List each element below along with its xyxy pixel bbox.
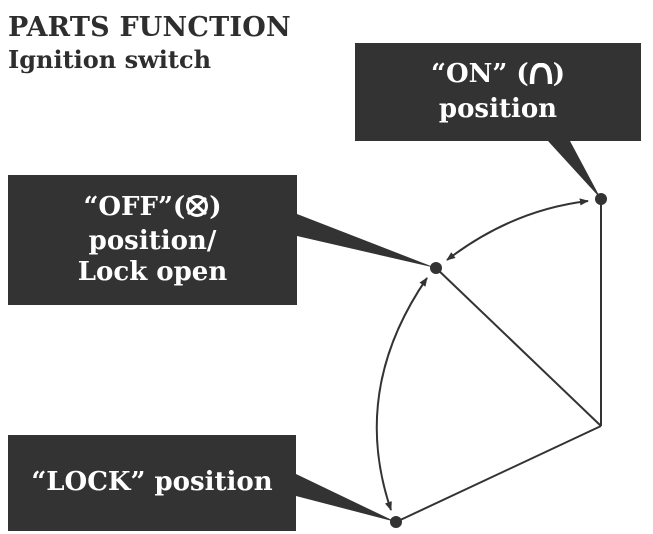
on-label-line1: “ON” () <box>431 59 565 93</box>
page-title: PARTS FUNCTION <box>8 12 291 43</box>
lock-position-dot <box>390 516 402 528</box>
arc-off-to-lock <box>375 277 428 511</box>
off-callout-pointer <box>297 214 436 268</box>
off-position-label: “OFF”() position/ Lock open <box>8 175 297 305</box>
off-symbol-icon <box>185 194 209 226</box>
lock-chord-line <box>395 425 602 523</box>
on-position-label: “ON” () position <box>355 43 641 141</box>
lock-label-line1: “LOCK” position <box>31 467 273 498</box>
off-label-line3: Lock open <box>77 257 228 288</box>
page-heading: PARTS FUNCTION Ignition switch <box>8 12 291 75</box>
on-callout-pointer <box>548 141 601 199</box>
off-radius-line <box>435 267 602 427</box>
off-label-line2: position/ <box>88 225 217 256</box>
lock-position-label: “LOCK” position <box>8 435 296 531</box>
lock-callout-pointer <box>296 474 396 522</box>
off-position-dot <box>430 262 442 274</box>
on-label-line2: position <box>438 93 558 124</box>
page-subtitle: Ignition switch <box>8 45 212 75</box>
on-symbol-icon <box>529 62 553 93</box>
off-label-line1: “OFF”() <box>83 192 221 226</box>
on-position-dot <box>595 193 607 205</box>
arc-off-to-on <box>446 198 589 261</box>
